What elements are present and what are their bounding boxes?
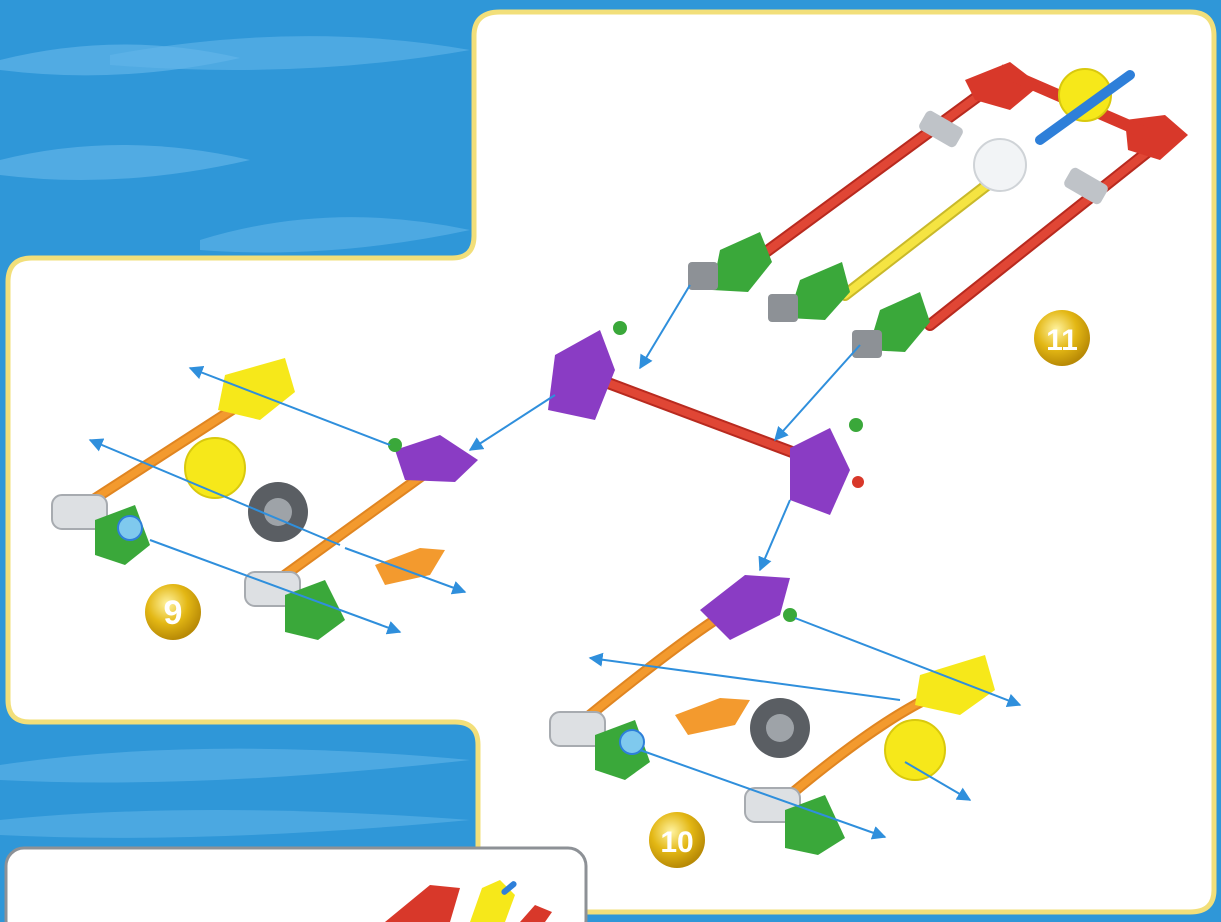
step-badge-9: 9 [145,584,201,640]
step-number-11: 11 [1046,324,1078,357]
step-number-10: 10 [660,826,693,859]
step-badge-10: 10 [649,812,705,868]
preview-panel [6,848,586,922]
step-badge-11: 11 [1034,310,1090,366]
step-number-9: 9 [164,594,183,632]
